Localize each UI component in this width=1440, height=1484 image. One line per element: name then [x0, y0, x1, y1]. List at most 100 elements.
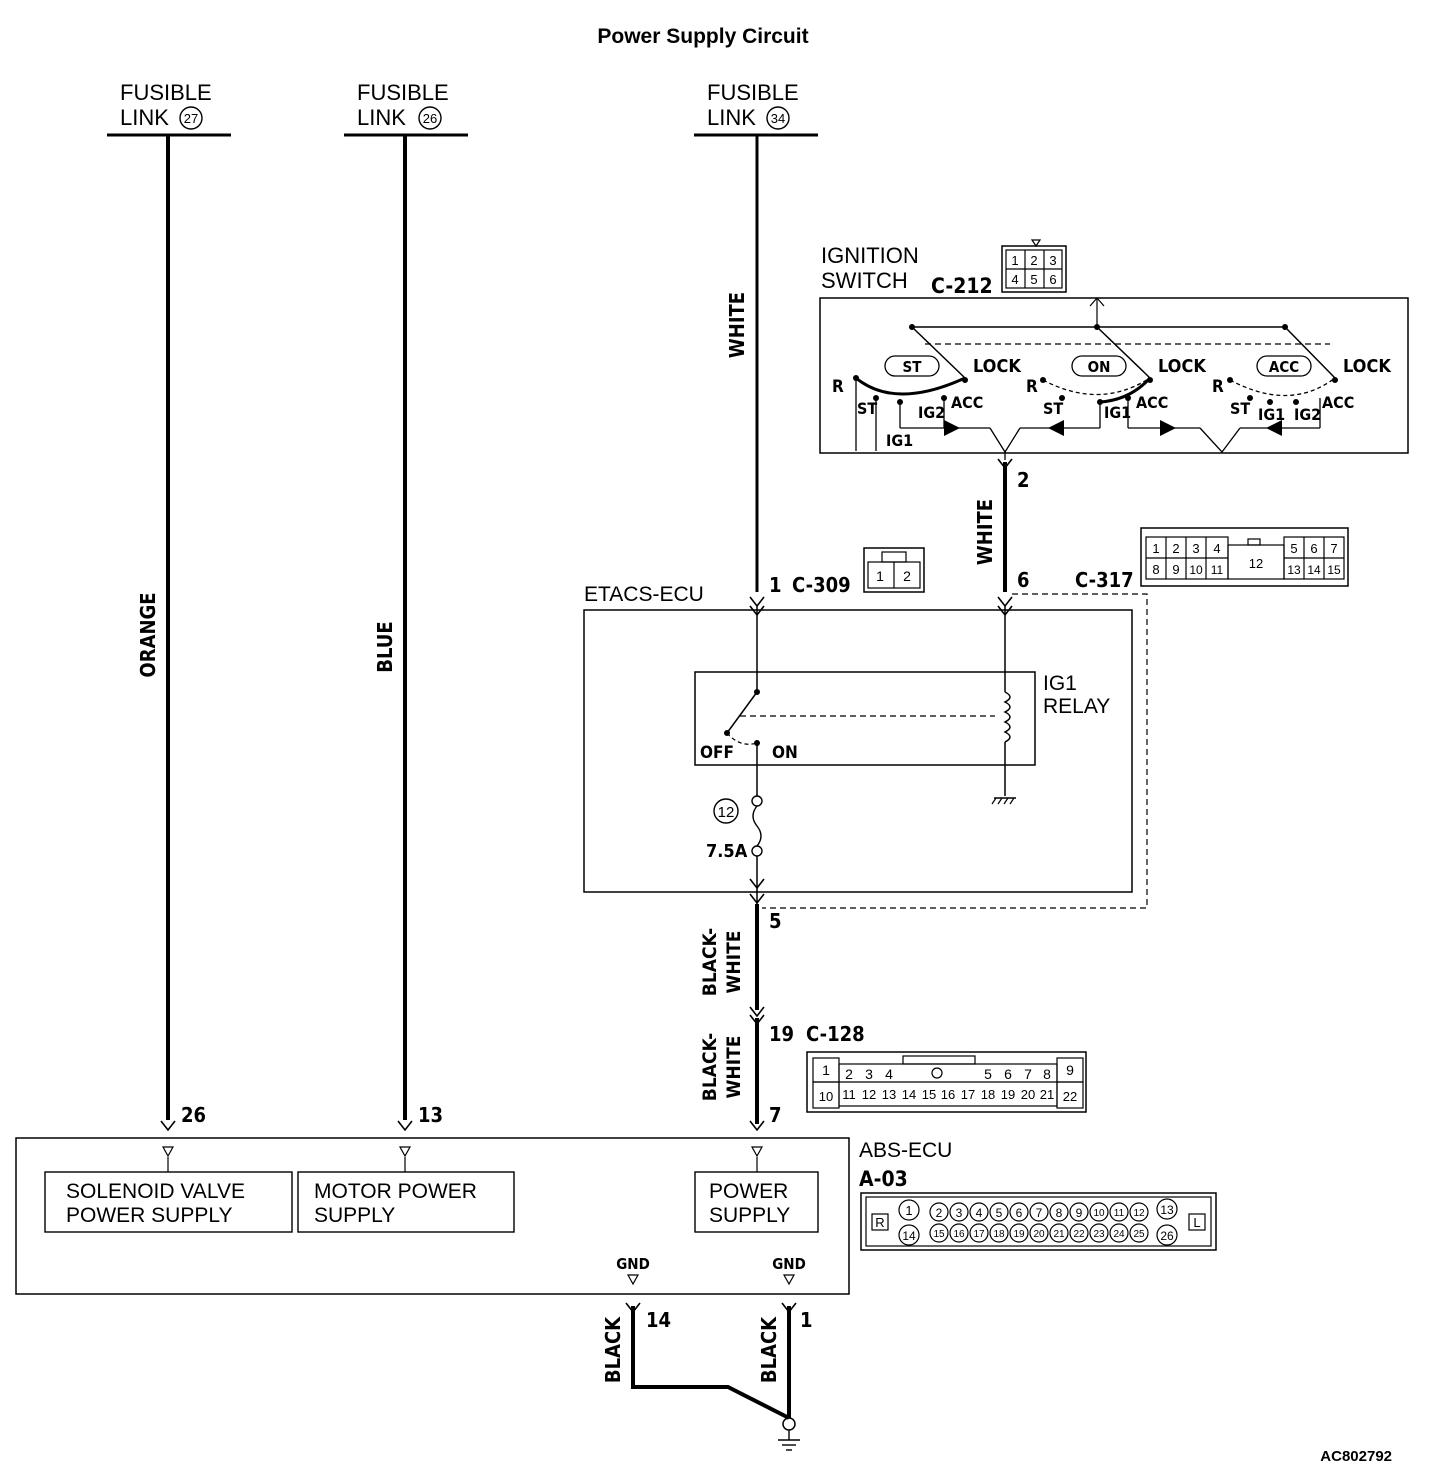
- svg-text:11: 11: [1211, 563, 1224, 577]
- abs-box3-line2: SUPPLY: [709, 1204, 790, 1227]
- svg-text:9: 9: [1076, 1206, 1083, 1220]
- svg-text:22: 22: [1073, 1229, 1085, 1240]
- svg-text:18: 18: [981, 1087, 995, 1102]
- svg-text:R: R: [875, 1215, 884, 1230]
- svg-text:8: 8: [1152, 562, 1159, 577]
- svg-text:6: 6: [1049, 272, 1056, 287]
- svg-text:16: 16: [941, 1087, 955, 1102]
- abs-connector-label: A-03: [859, 1167, 908, 1191]
- svg-text:17: 17: [973, 1229, 985, 1240]
- fusible-link-27-number: 27: [184, 111, 198, 126]
- wire-label-white-ign: WHITE: [973, 499, 997, 565]
- relay-off: OFF: [700, 743, 734, 763]
- svg-text:10: 10: [1189, 563, 1203, 577]
- svg-text:6: 6: [1310, 541, 1317, 556]
- svg-text:15: 15: [933, 1229, 945, 1240]
- svg-text:IG1: IG1: [1104, 403, 1131, 422]
- svg-text:7: 7: [1024, 1066, 1032, 1082]
- svg-text:8: 8: [1056, 1206, 1063, 1220]
- svg-text:16: 16: [953, 1229, 965, 1240]
- svg-text:2: 2: [1172, 541, 1179, 556]
- svg-text:LOCK: LOCK: [1158, 356, 1207, 377]
- svg-text:IG2: IG2: [1294, 405, 1321, 424]
- fusible-link-34-line2: LINK: [707, 105, 756, 130]
- svg-text:2: 2: [903, 568, 911, 584]
- wire-label-black2: BLACK: [757, 1316, 781, 1383]
- svg-text:26: 26: [1160, 1229, 1174, 1243]
- fuse-number: 12: [718, 804, 735, 821]
- svg-text:18: 18: [993, 1229, 1005, 1240]
- wire-label-black1: BLACK: [601, 1316, 625, 1383]
- ignition-pos-acc: ACC: [1269, 358, 1299, 376]
- svg-text:ST: ST: [857, 399, 877, 418]
- relay-label-line2: RELAY: [1043, 695, 1110, 718]
- fusible-link-26-line1: FUSIBLE: [357, 80, 449, 105]
- svg-text:12: 12: [1133, 1208, 1145, 1219]
- svg-text:3: 3: [1192, 541, 1199, 556]
- svg-text:R: R: [1026, 377, 1038, 397]
- figure-id: AC802792: [1320, 1448, 1392, 1465]
- gnd-pin-14: 14: [646, 1308, 671, 1332]
- svg-text:15: 15: [1327, 563, 1341, 577]
- fusible-link-27: FUSIBLE LINK 27: [107, 80, 231, 137]
- abs-pin-26: 26: [181, 1103, 206, 1127]
- ignition-label-line1: IGNITION: [821, 243, 919, 268]
- svg-text:4: 4: [1213, 541, 1220, 556]
- etacs-pin-out: 5: [769, 909, 782, 933]
- fusible-link-34: FUSIBLE LINK 34: [694, 80, 818, 137]
- svg-text:7: 7: [1036, 1206, 1043, 1220]
- svg-text:4: 4: [885, 1066, 893, 1082]
- svg-text:ACC: ACC: [1322, 393, 1354, 412]
- fusible-link-27-line1: FUSIBLE: [120, 80, 212, 105]
- svg-text:ACC: ACC: [951, 393, 983, 412]
- svg-text:14: 14: [902, 1229, 916, 1243]
- svg-text:10: 10: [819, 1089, 833, 1104]
- etacs-pin-ign: 6: [1017, 568, 1030, 592]
- svg-text:3: 3: [956, 1206, 963, 1220]
- svg-text:22: 22: [1063, 1089, 1077, 1104]
- svg-text:21: 21: [1040, 1087, 1054, 1102]
- svg-text:IG1: IG1: [1258, 405, 1285, 424]
- c212-connector-face: 1 2 3 4 5 6: [1001, 239, 1067, 293]
- svg-text:8: 8: [1043, 1066, 1051, 1082]
- svg-text:12: 12: [862, 1087, 876, 1102]
- svg-text:23: 23: [1093, 1229, 1105, 1240]
- svg-text:1: 1: [905, 1203, 912, 1218]
- a03-connector-face: R L 1 2 3 4 5 6 7 8 9 10 11 12: [860, 1192, 1217, 1251]
- svg-text:2: 2: [845, 1066, 853, 1082]
- abs-box1-line2: POWER SUPPLY: [66, 1204, 232, 1227]
- svg-text:12: 12: [1249, 556, 1263, 571]
- svg-text:20: 20: [1033, 1229, 1045, 1240]
- svg-text:9: 9: [1172, 562, 1179, 577]
- svg-text:17: 17: [961, 1087, 975, 1102]
- c128-pin: 19: [769, 1022, 794, 1046]
- svg-text:5: 5: [996, 1206, 1003, 1220]
- wire-label-bw2-line1: BLACK-: [699, 1033, 721, 1101]
- etacs-label: ETACS-ECU: [584, 583, 704, 606]
- svg-text:5: 5: [1290, 541, 1297, 556]
- svg-text:7: 7: [1330, 541, 1337, 556]
- svg-text:ST: ST: [1230, 399, 1250, 418]
- svg-text:10: 10: [1093, 1208, 1105, 1219]
- svg-text:6: 6: [1004, 1066, 1012, 1082]
- relay-label-line1: IG1: [1043, 672, 1077, 695]
- ignition-switch: IGNITION SWITCH C-212 1 2 3 4 5 6: [819, 239, 1409, 460]
- fusible-link-26-line2: LINK: [357, 105, 406, 130]
- etacs-pin-in: 1: [769, 573, 782, 597]
- svg-text:13: 13: [882, 1087, 896, 1102]
- abs-ecu: 26 13 7 ABS-ECU A-03 SOLENOID VALVE POWE…: [15, 1103, 1217, 1295]
- svg-text:20: 20: [1021, 1087, 1035, 1102]
- wire-label-bw2-line2: WHITE: [723, 1036, 745, 1099]
- wire-label-bw1-line1: BLACK-: [699, 928, 721, 996]
- fusible-link-26: FUSIBLE LINK 26: [344, 80, 468, 137]
- svg-text:6: 6: [1016, 1206, 1023, 1220]
- wire-label-blue: BLUE: [373, 621, 397, 672]
- ignition-connector-label: C-212: [931, 274, 993, 298]
- svg-text:9: 9: [1066, 1062, 1074, 1078]
- svg-text:25: 25: [1133, 1229, 1145, 1240]
- svg-text:R: R: [1212, 377, 1224, 397]
- svg-text:2: 2: [1030, 253, 1037, 268]
- abs-pin-7: 7: [769, 1103, 782, 1127]
- ignition-label-line2: SWITCH: [821, 268, 908, 293]
- wire-black-1: [631, 1306, 790, 1420]
